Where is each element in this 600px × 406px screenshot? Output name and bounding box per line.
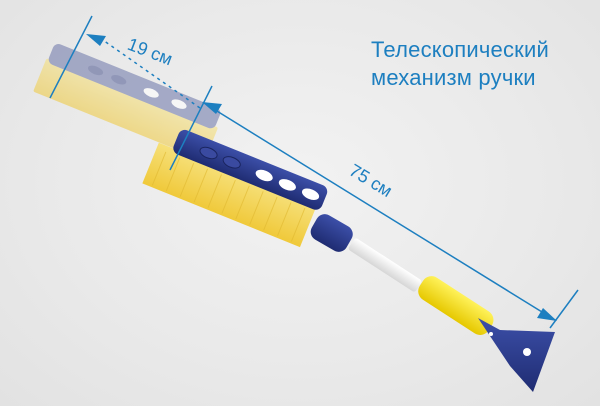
brush-head — [142, 129, 328, 248]
caption-line-1: Телескопический — [371, 37, 549, 62]
dimension-19cm — [49, 15, 213, 171]
lock-collar — [310, 214, 353, 252]
foam-grip — [418, 276, 494, 335]
extended-brush-ghost — [33, 44, 221, 161]
telescopic-handle-caption: Телескопический механизм ручки — [371, 36, 549, 92]
ice-scraper — [478, 318, 555, 392]
caption-line-2: механизм ручки — [371, 65, 536, 90]
dimension-75cm — [202, 102, 579, 329]
telescopic-tube — [348, 238, 422, 292]
